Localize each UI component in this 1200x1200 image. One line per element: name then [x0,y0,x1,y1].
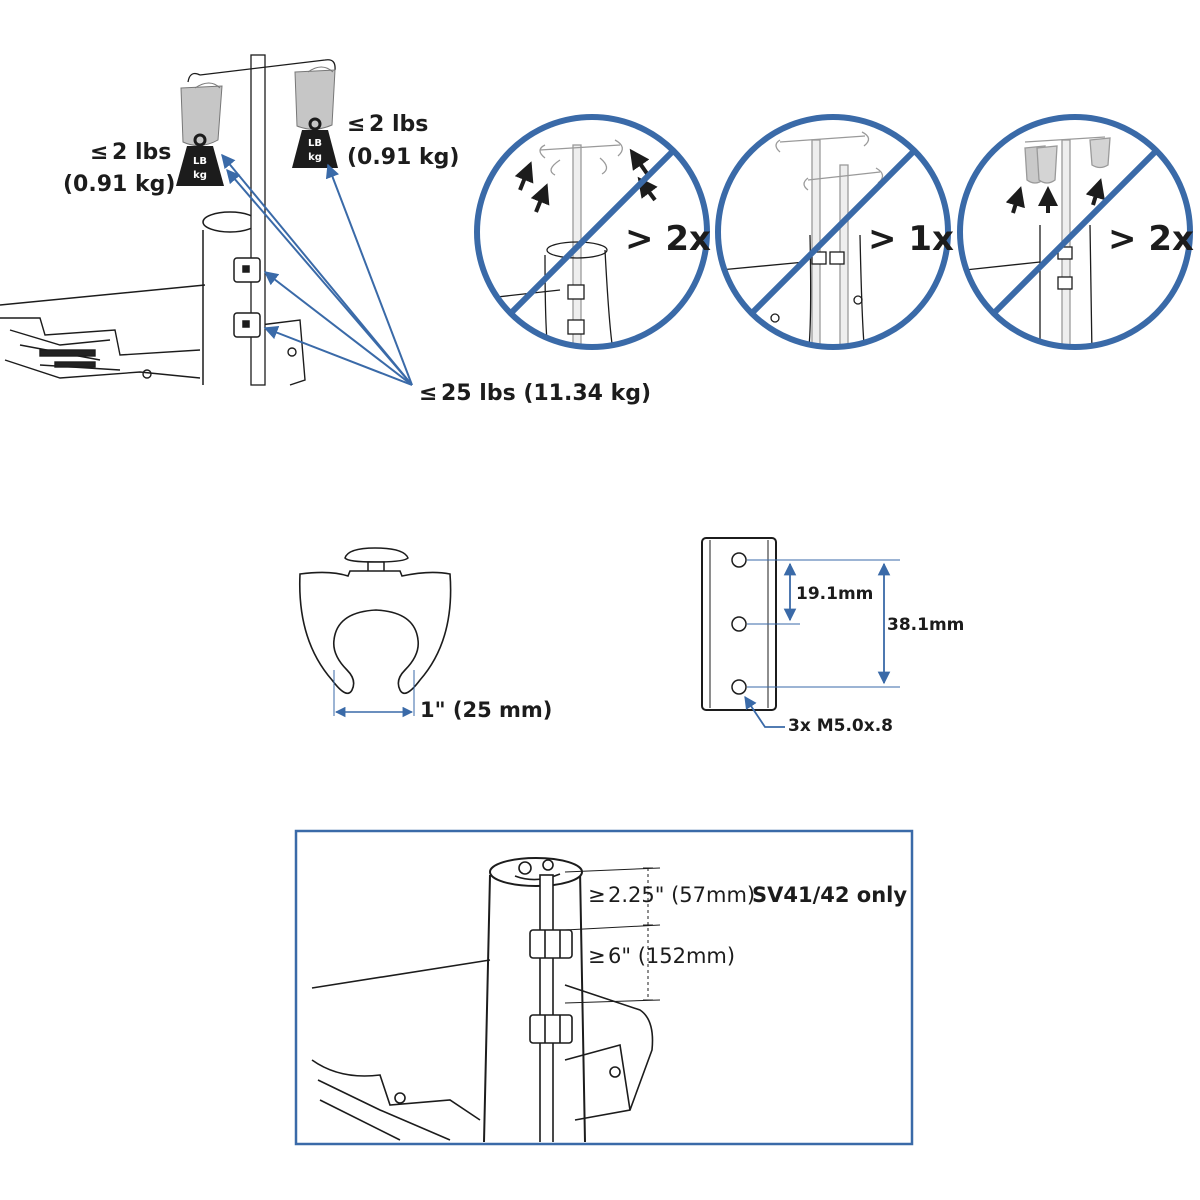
clamp-body [298,570,452,695]
top-clearance-label: ≥ 2.25" (57mm) SV41/42 only [588,883,907,907]
prohibited-config-2: > 1x [715,114,954,350]
total-weight-label: ≤ 25 lbs (11.34 kg) [419,381,651,406]
svg-text:6" (152mm): 6" (152mm) [608,944,735,968]
prohibited-config-1: > 2x [474,114,711,350]
clamp-knob [344,547,409,563]
iv-pole-load-illustration: LB kg LB kg ≤ 2 lbs (0.91 kg) ≤ 2 lbs (0… [0,54,651,406]
clearance-dimension-lines [564,867,661,1004]
clamp-spacing-label: ≥ 6" (152mm) [588,944,735,968]
lift-arrows-3 [1005,178,1105,214]
svg-text:kg: kg [193,170,207,181]
cart-base [0,284,306,386]
pole-clamp-upper [233,257,261,283]
prohibited-config-3: > 2x [957,114,1194,350]
clearance-detail-panel: ≥ 2.25" (57mm) SV41/42 only ≥ 6" (152mm) [294,829,914,1146]
weight-icon-right: LB kg [292,117,338,168]
svg-text:≥: ≥ [588,944,606,968]
prohibited-label-2: > 1x [868,219,954,259]
bag-left-weight-label: ≤ 2 lbs (0.91 kg) [63,140,175,197]
svg-text:SV41/42 only: SV41/42 only [752,883,907,907]
svg-text:LB: LB [308,138,322,149]
pole-clamp-diagram: 1" (25 mm) [298,547,552,722]
load-arrows [221,153,413,386]
svg-text:2.25" (57mm): 2.25" (57mm) [608,883,755,907]
svg-text:(0.91 kg): (0.91 kg) [63,172,175,197]
svg-text:≤: ≤ [347,112,365,137]
pole-clamp-lower [233,312,261,338]
spacing-long-label: 38.1mm [887,615,964,635]
screw-hole-top [731,552,747,568]
screw-hole-middle [731,616,747,632]
svg-text:(0.91 kg): (0.91 kg) [347,145,459,170]
svg-text:≤: ≤ [90,140,108,165]
clamp-diameter-label: 1" (25 mm) [420,698,552,722]
mounting-bracket-diagram: 19.1mm 38.1mm 3x M5.0x.8 [701,537,964,736]
screw-spec-label: 3x M5.0x.8 [788,716,893,736]
cart-column [202,211,259,385]
iv-pole [187,54,336,386]
svg-text:LB: LB [193,156,207,167]
svg-text:2 lbs: 2 lbs [369,112,428,137]
prohibited-label-3: > 2x [1108,219,1194,259]
svg-text:2 lbs: 2 lbs [112,140,171,165]
screw-hole-bottom [731,679,747,695]
svg-text:25 lbs (11.34 kg): 25 lbs (11.34 kg) [441,381,651,406]
spacing-short-label: 19.1mm [796,584,873,604]
svg-text:≥: ≥ [588,883,606,907]
prohibited-label-1: > 2x [625,219,711,259]
svg-text:≤: ≤ [419,381,437,406]
bag-right-weight-label: ≤ 2 lbs (0.91 kg) [347,112,459,170]
lift-arrows-1 [514,148,658,213]
weight-icon-left: LB kg [176,133,224,186]
svg-text:kg: kg [308,152,322,163]
